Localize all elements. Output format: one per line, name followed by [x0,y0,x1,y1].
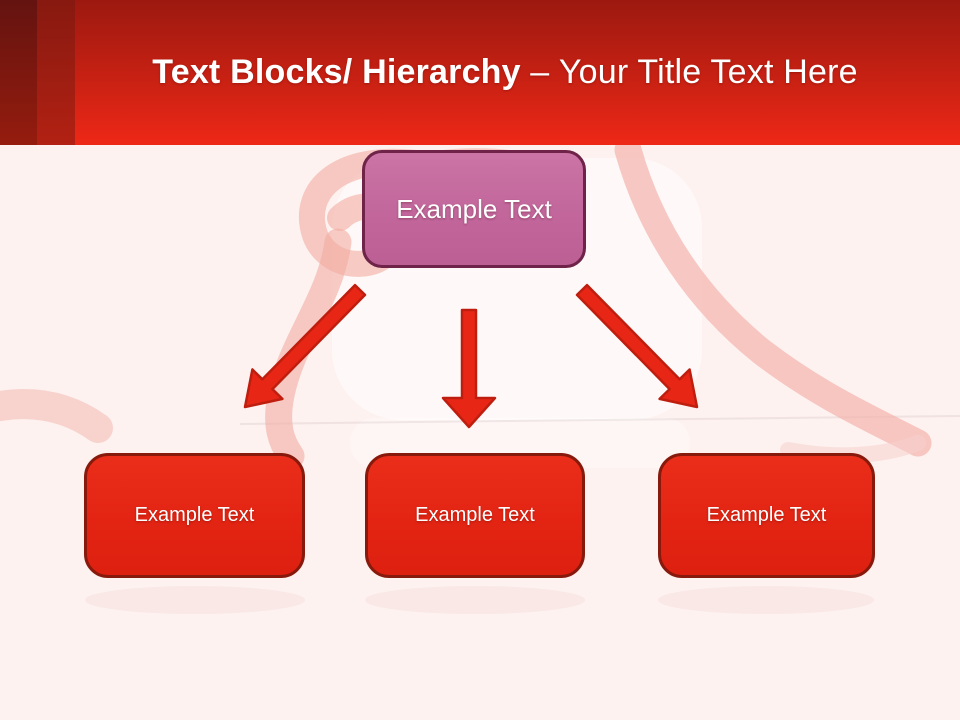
child-node-label-2: Example Text [415,504,535,526]
child-node-box-1: Example Text [84,453,305,578]
slide-title-subtitle: Your Title Text Here [558,53,858,91]
root-node-box: Example Text [362,150,586,268]
header-left-medium-stripe [37,0,75,145]
root-node-label: Example Text [396,193,552,224]
slide-header: Text Blocks/ Hierarchy – Your Title Text… [0,0,960,145]
child-node-box-3: Example Text [658,453,875,578]
child-node-label-1: Example Text [134,504,255,526]
header-left-dark-stripe [0,0,37,145]
slide-title-separator: – [530,53,550,91]
child-node-label-3: Example Text [706,504,827,526]
arrow-down-right-icon [575,283,699,409]
slide-title: Text Blocks/ Hierarchy – Your Title Text… [75,0,935,145]
arrow-down-left-icon [243,283,367,409]
arrow-down-icon [441,308,497,429]
child-node-box-2: Example Text [365,453,585,578]
slide-title-bold: Text Blocks/ Hierarchy [152,53,521,91]
